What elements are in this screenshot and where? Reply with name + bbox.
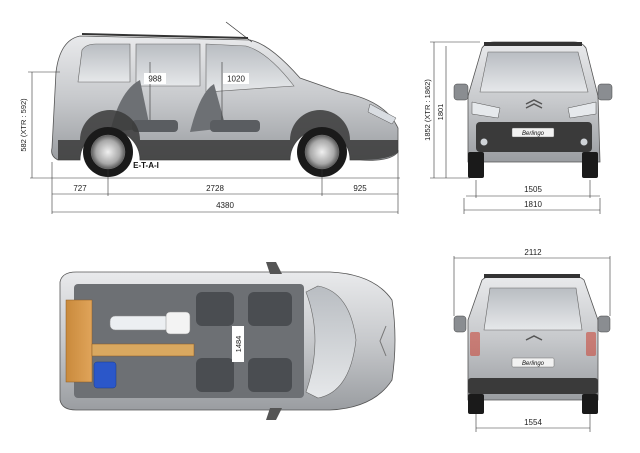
rear-badge: Berlingo (522, 361, 545, 367)
rear-window (483, 287, 583, 331)
top-interior (74, 284, 304, 398)
rear-roof-bars (484, 274, 580, 278)
side-headlamp (367, 103, 397, 125)
rear-left-mirror (453, 315, 467, 333)
top-front-seat-right (248, 358, 292, 392)
rear-track-label: 1554 (524, 418, 542, 427)
cargo-blue-container (93, 361, 117, 389)
front-right-foglamp (580, 138, 588, 146)
front-left-headlamp (471, 101, 501, 119)
wheelbase-label: 2728 (206, 184, 224, 193)
front-chevron-logo-2 (525, 103, 543, 109)
front-badge: Berlingo (522, 131, 545, 137)
front-view: Berlingo 1852 (XTR : 1862) 1801 1505 181… (423, 41, 613, 214)
mirror-width-label: 2112 (524, 248, 542, 257)
rear-bumper (468, 378, 598, 394)
seat-height-label-2: 1020 (227, 75, 245, 84)
front-track-label: 1505 (524, 185, 542, 194)
front-right-mirror (597, 83, 613, 101)
rear-right-mirror (597, 315, 611, 333)
cargo-plank (65, 299, 93, 383)
rear-seat-base (132, 120, 178, 132)
rear-overhang-label: 925 (353, 184, 367, 193)
rear-plate (511, 357, 555, 368)
antenna (225, 21, 253, 43)
cargo-board (91, 343, 195, 357)
roof-rail (81, 33, 249, 39)
seat-height-label-1: 988 (148, 75, 162, 84)
front-overhang-label: 727 (73, 184, 87, 193)
total-length-label: 4380 (216, 201, 234, 210)
side-badge: E-T-A-I (133, 161, 159, 170)
front-left-foglamp (480, 138, 488, 146)
rear-view: Berlingo 2112 1554 (453, 248, 611, 432)
front-plate (511, 127, 555, 138)
top-left-mirror (266, 262, 282, 274)
rear-right-tyre (582, 394, 598, 414)
front-seat-base (210, 120, 260, 132)
front-windscreen (479, 51, 589, 93)
front-total-height-label: 1852 (XTR : 1862) (423, 79, 432, 141)
front-chevron-logo (525, 99, 543, 105)
front-roof-height-label: 1801 (436, 104, 445, 121)
seat-height-box-1 (144, 73, 166, 84)
top-front-seat-left (248, 292, 292, 326)
side-rear-rim (90, 134, 126, 170)
seat-height-box-2 (223, 73, 249, 84)
cargo-motor-head (165, 311, 191, 335)
rear-chevron-logo (525, 335, 543, 341)
top-chevron (379, 325, 387, 357)
top-windscreen (305, 285, 357, 399)
top-rear-seat-right (196, 358, 234, 392)
rear-left-taillamp (470, 332, 480, 356)
rear-right-taillamp (586, 332, 596, 356)
cargo-motor (109, 315, 171, 331)
rear-left-tyre (468, 394, 484, 414)
front-roof-bars (484, 42, 582, 46)
side-height-label: 582 (XTR : 592) (19, 98, 28, 152)
front-left-mirror (453, 83, 469, 101)
body-width-label: 1810 (524, 200, 542, 209)
front-right-headlamp (567, 101, 597, 119)
interior-width-box (232, 326, 244, 362)
front-right-tyre (582, 152, 598, 178)
top-view: 1484 (59, 262, 396, 420)
interior-width-label: 1484 (234, 336, 243, 353)
side-rear-window (77, 43, 131, 83)
front-left-tyre (468, 152, 484, 178)
side-view: 988 1020 E-T-A-I 582 (XTR : 592) 727 272… (19, 21, 400, 214)
side-lower-trim (58, 110, 398, 160)
side-front-rim (304, 134, 340, 170)
top-rear-seat-left (196, 292, 234, 326)
top-right-mirror (266, 408, 282, 420)
